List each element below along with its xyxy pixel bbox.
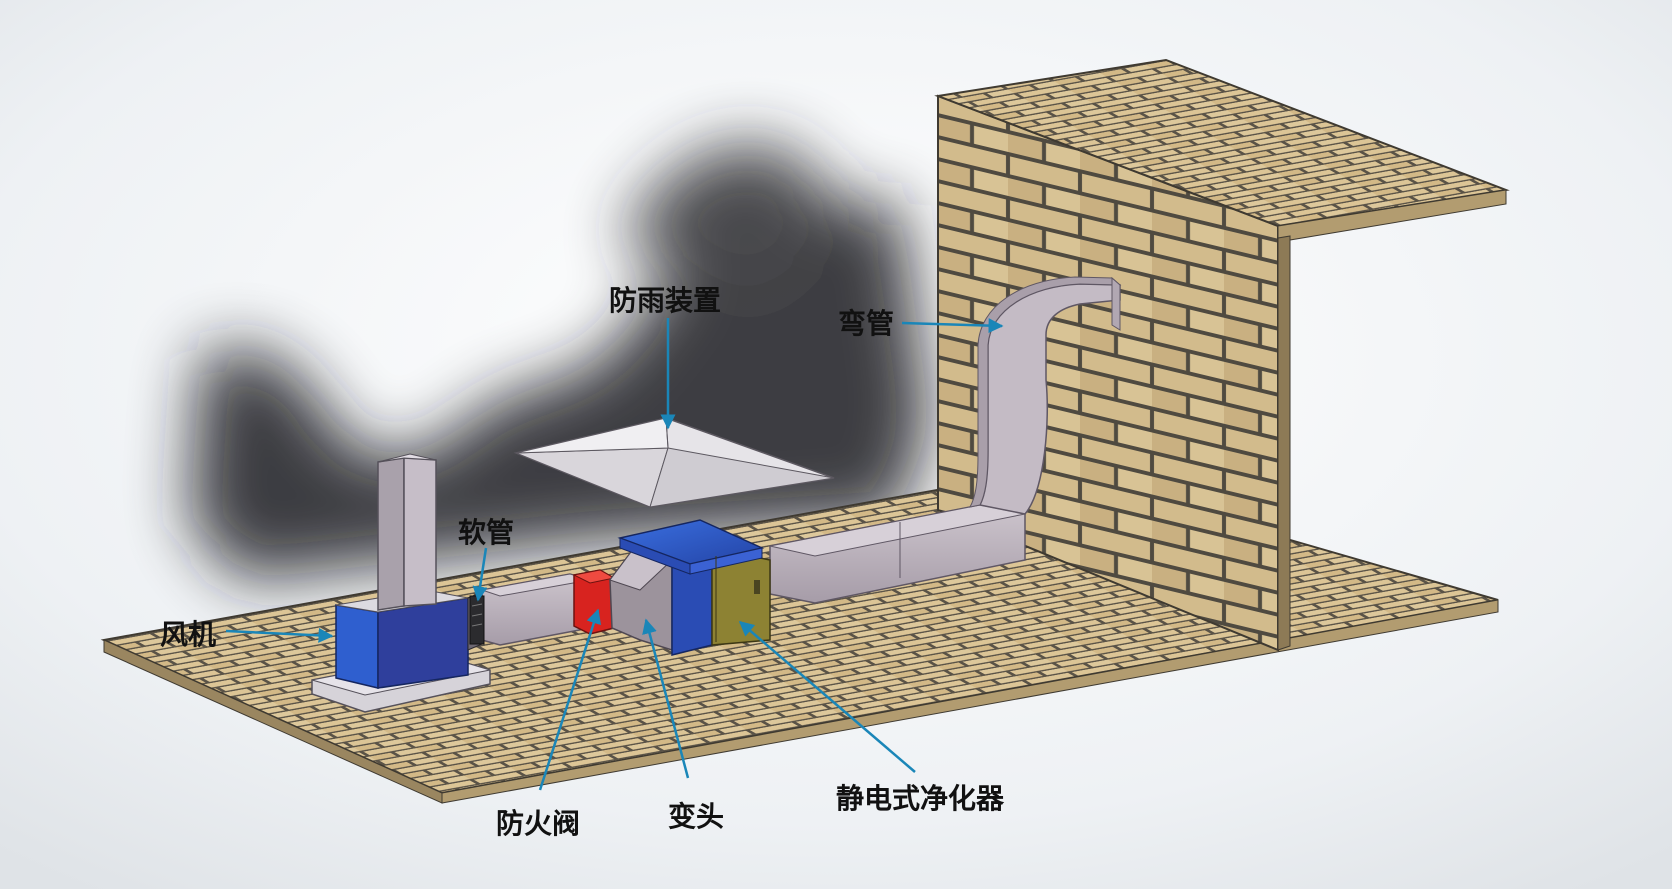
- label-purifier: 静电式净化器: [836, 782, 1005, 815]
- label-elbow: 弯管: [838, 307, 894, 340]
- label-fan: 风机: [160, 618, 216, 651]
- electrostatic-purifier: [617, 519, 771, 656]
- callout-arrows: [225, 318, 1004, 791]
- arrow-soft-pipe: [472, 547, 488, 602]
- labels: 防雨装置 弯管 软管 风机 防火阀 变头 静电式净化器: [160, 284, 1005, 840]
- rain-cover: [513, 417, 835, 508]
- soft-pipe: [469, 595, 485, 645]
- arrow-elbow: [901, 318, 1004, 334]
- arrow-fan: [225, 627, 334, 643]
- fan-stack: [377, 453, 437, 611]
- label-rain-cover: 防雨装置: [609, 284, 721, 317]
- roof-slab: [934, 58, 1510, 241]
- label-soft-pipe: 软管: [458, 516, 514, 549]
- arrow-reducer: [642, 618, 690, 779]
- label-fire-valve: 防火阀: [496, 807, 580, 840]
- label-reducer: 变头: [668, 800, 724, 833]
- inlet-duct: [481, 573, 591, 646]
- elbow-duct: [969, 276, 1122, 515]
- arrow-purifier: [738, 621, 916, 773]
- arrow-fire-valve: [538, 608, 601, 791]
